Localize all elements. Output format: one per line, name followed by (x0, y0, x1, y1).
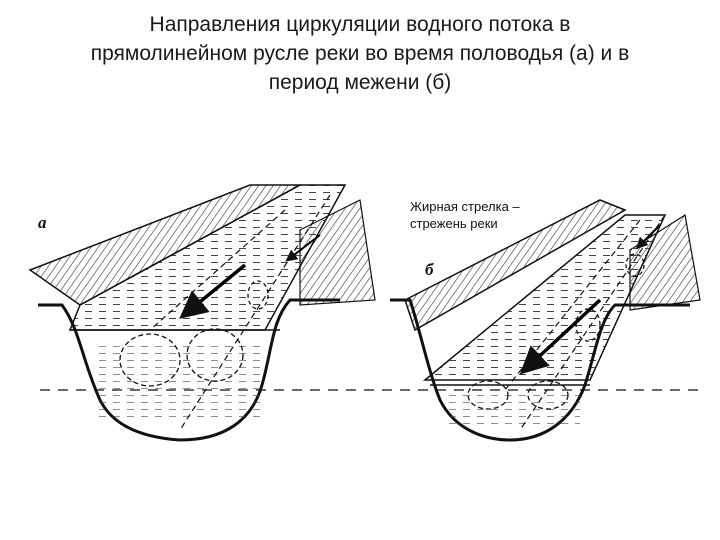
legend-line-1: Жирная стрелка – (410, 199, 520, 214)
panel-a: а (30, 185, 375, 440)
panel-b: б Жирная стрелка – стрежень реки (390, 199, 700, 440)
panel-a-label: а (38, 213, 47, 232)
panel-b-label: б (425, 260, 435, 279)
panel-b-water-body (445, 390, 580, 425)
panel-a-water-body (95, 340, 260, 420)
legend-line-2: стрежень реки (410, 216, 498, 231)
